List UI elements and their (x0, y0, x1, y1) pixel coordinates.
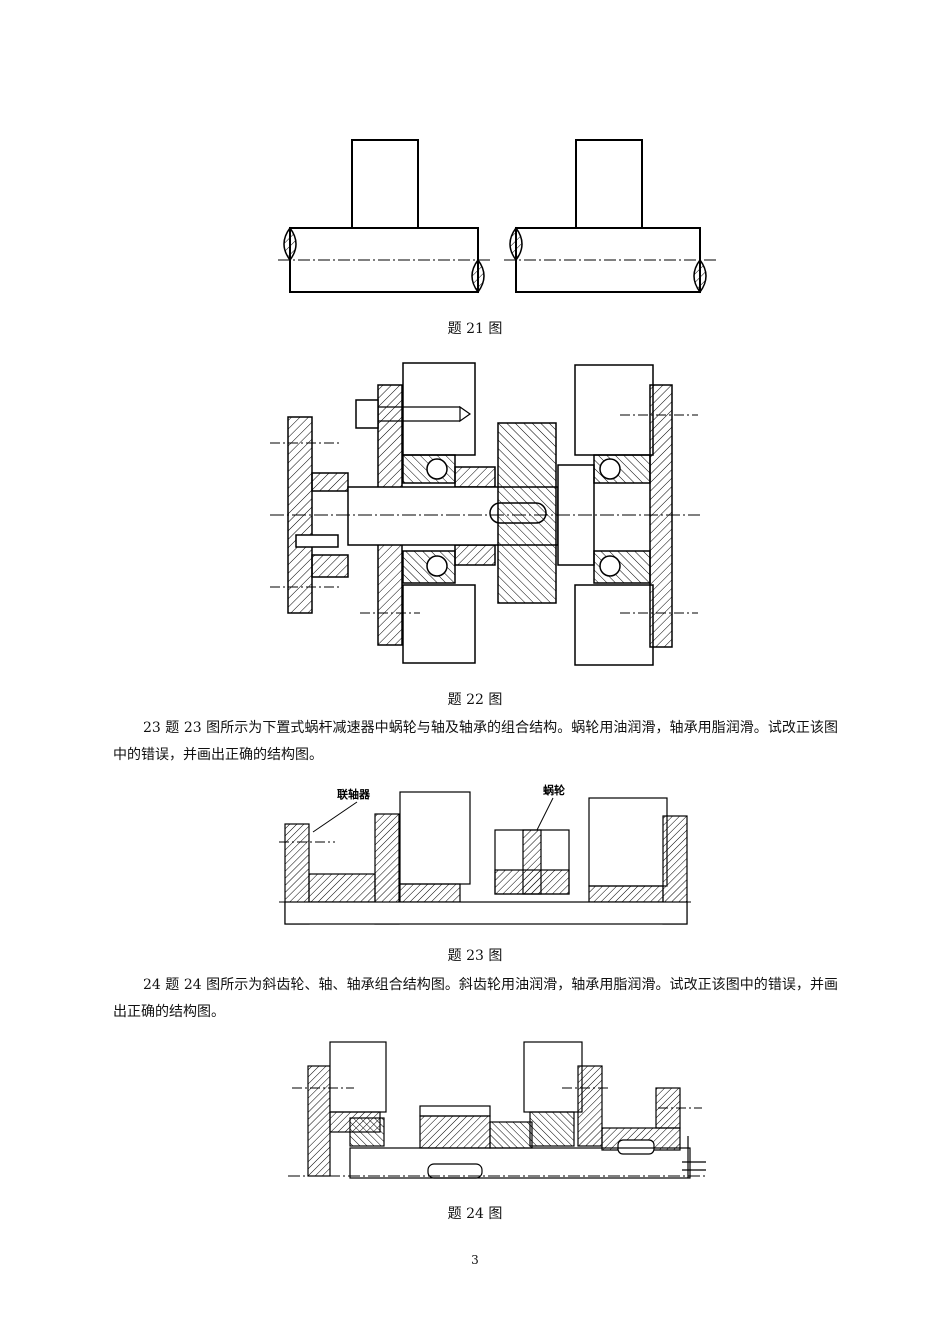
coupling-label: 联轴器 (337, 787, 371, 801)
question-24-text: 24 题 24 图所示为斜齿轮、轴、轴承组合结构图。斜齿轮用油润滑，轴承用脂润滑… (113, 977, 838, 1020)
figure-22-drawing (270, 362, 700, 666)
worm-wheel-label: 蜗轮 (543, 783, 565, 797)
figure-24-caption: 题 24 图 (447, 1206, 503, 1222)
figure-21-caption: 题 21 图 (447, 321, 503, 337)
figure-24-drawing (288, 1041, 708, 1179)
question-23-text: 23 题 23 图所示为下置式蜗杆减速器中蜗轮与轴及轴承的组合结构。蜗轮用油润滑… (113, 720, 838, 763)
figure-23-caption: 题 23 图 (447, 948, 503, 964)
page-number: 3 (471, 1253, 479, 1267)
figure-22-caption: 题 22 图 (447, 692, 503, 708)
figure-21-drawing (278, 139, 716, 294)
figure-23-drawing: 联轴器 蜗轮 (279, 783, 693, 925)
